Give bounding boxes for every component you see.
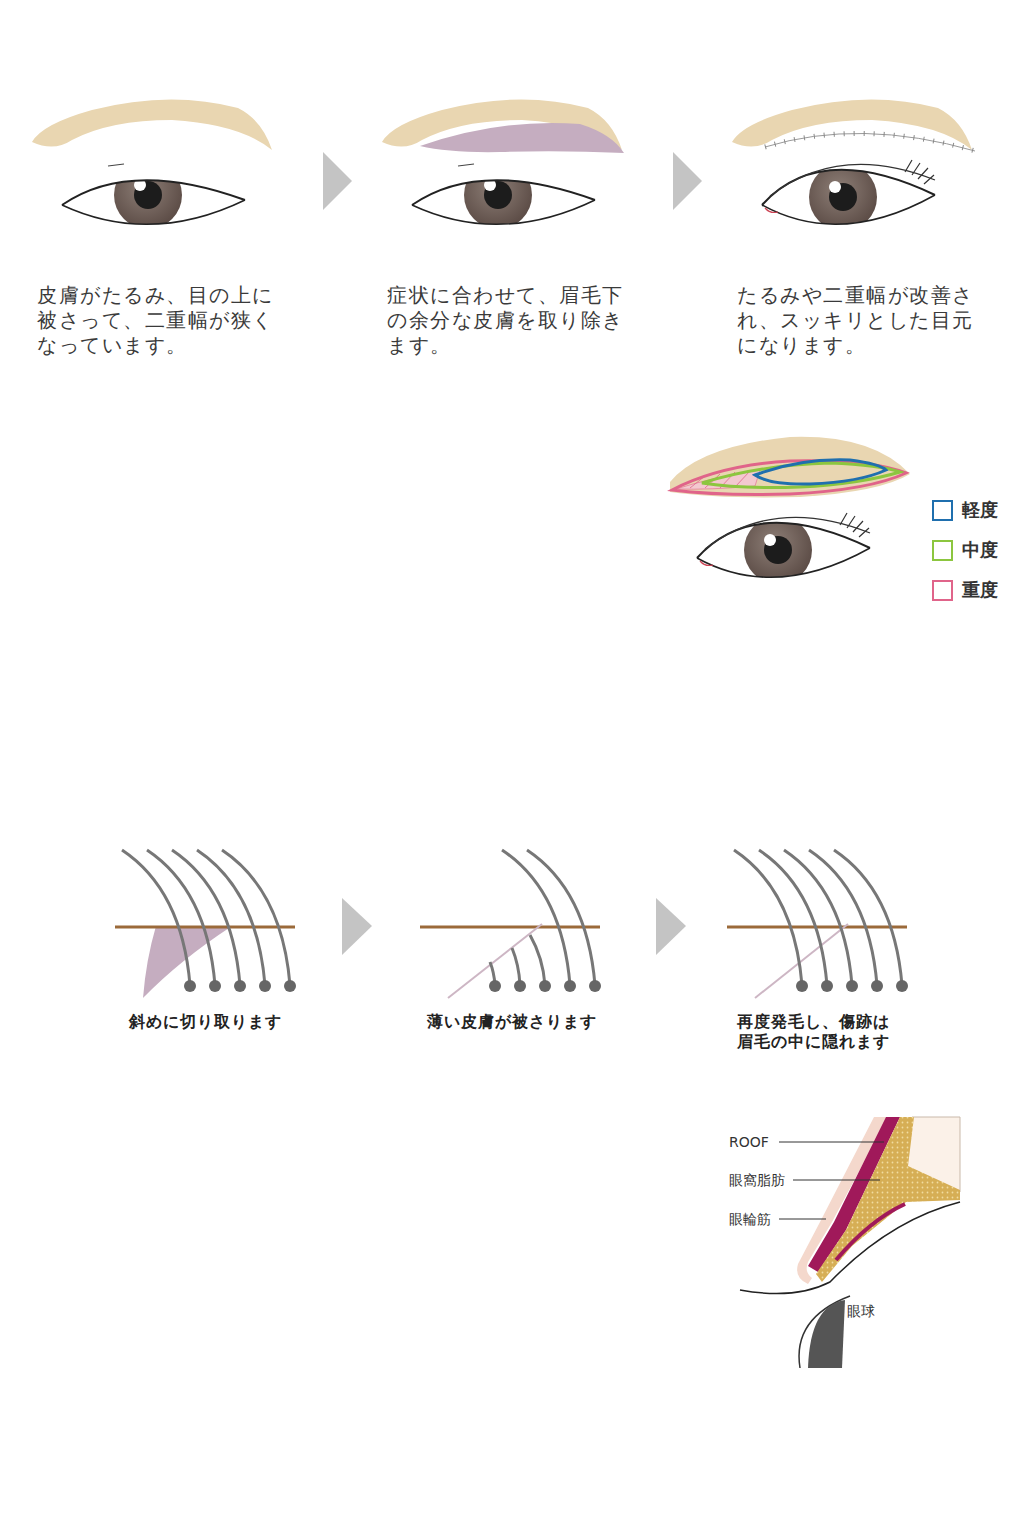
drawing-circle bbox=[821, 980, 833, 992]
suture-line bbox=[765, 133, 975, 151]
open-eye bbox=[697, 513, 870, 584]
eye-after bbox=[732, 99, 975, 231]
droopy-eye bbox=[412, 161, 595, 229]
drawing-path bbox=[502, 850, 570, 985]
drawing-circle bbox=[514, 980, 526, 992]
muscle-inner bbox=[836, 1204, 905, 1260]
drawing-circle bbox=[284, 980, 296, 992]
open-eye bbox=[762, 160, 935, 231]
drawing-circle bbox=[589, 980, 601, 992]
eyeball bbox=[808, 1300, 845, 1368]
hairs bbox=[734, 850, 902, 985]
hair-regrown-panel bbox=[727, 850, 908, 998]
eyeball-contour bbox=[799, 1296, 850, 1368]
eyelid-contour bbox=[740, 1202, 960, 1294]
hair-roots bbox=[489, 980, 601, 992]
scar-line bbox=[448, 924, 542, 998]
drawing-path bbox=[734, 850, 802, 985]
anatomy-section bbox=[740, 1117, 960, 1368]
drawing-path bbox=[172, 850, 240, 985]
droopy-eye bbox=[62, 161, 245, 229]
step-caption: 薄い皮膚が被さります bbox=[412, 1012, 612, 1032]
legend-swatch bbox=[932, 500, 953, 521]
excision-area bbox=[420, 123, 624, 153]
hair-roots bbox=[184, 980, 296, 992]
part-label: ROOF bbox=[729, 1134, 769, 1150]
drawing-circle bbox=[184, 980, 196, 992]
drawing-path bbox=[759, 850, 827, 985]
step-arrow bbox=[673, 152, 702, 210]
severity-illustration bbox=[670, 437, 910, 584]
hair-cut-panel bbox=[115, 850, 296, 998]
step-arrow bbox=[656, 898, 686, 955]
drawing-path bbox=[779, 1142, 884, 1143]
leader-lines bbox=[779, 1142, 884, 1219]
step-caption: 斜めに切り取ります bbox=[105, 1012, 305, 1032]
step-caption: 再度発毛し、傷跡は 眉毛の中に隠れます bbox=[737, 1012, 922, 1052]
drawing-circle bbox=[796, 980, 808, 992]
drawing-circle bbox=[209, 980, 221, 992]
eye-before bbox=[32, 99, 272, 229]
hairs bbox=[122, 850, 290, 985]
step-arrow bbox=[323, 152, 352, 210]
drawing-path bbox=[122, 850, 190, 985]
step-caption: たるみや二重幅が改善さ れ、スッキリとした目元 になります。 bbox=[737, 283, 999, 358]
severe-outline bbox=[672, 461, 906, 495]
drawing-path bbox=[512, 948, 520, 985]
drawing-path bbox=[527, 850, 595, 985]
drawing-circle bbox=[564, 980, 576, 992]
drawing-path bbox=[809, 850, 877, 985]
part-label: 眼球 bbox=[847, 1303, 875, 1319]
hair-roots bbox=[796, 980, 908, 992]
drawing-path bbox=[793, 1180, 880, 1181]
eyebrow bbox=[732, 99, 972, 150]
step-caption: 皮膚がたるみ、目の上に 被さって、二重幅が狭く なっています。 bbox=[37, 283, 299, 358]
suture-ticks bbox=[765, 133, 975, 151]
drawing-path bbox=[222, 850, 290, 985]
drawing-circle bbox=[234, 980, 246, 992]
drawing-circle bbox=[259, 980, 271, 992]
eyebrow bbox=[32, 99, 272, 150]
eye-excision bbox=[382, 99, 624, 229]
drawing-path bbox=[784, 850, 852, 985]
part-label: 眼輪筋 bbox=[729, 1211, 771, 1227]
drawing-circle bbox=[539, 980, 551, 992]
drawing-path bbox=[197, 850, 265, 985]
skin-line bbox=[420, 926, 600, 929]
drawing-circle bbox=[896, 980, 908, 992]
drawing-path bbox=[147, 850, 215, 985]
legend-swatch bbox=[932, 580, 953, 601]
legend-swatch bbox=[932, 540, 953, 561]
legend-label: 中度 bbox=[962, 539, 998, 561]
mild-outline bbox=[755, 460, 886, 484]
drawing-circle bbox=[489, 980, 501, 992]
drawing-path bbox=[530, 935, 545, 985]
legend-label: 重度 bbox=[962, 579, 998, 601]
legend-label: 軽度 bbox=[962, 499, 998, 521]
drawing-path bbox=[779, 1219, 826, 1220]
drawing-circle bbox=[846, 980, 858, 992]
scar-line bbox=[755, 924, 848, 998]
hairs bbox=[490, 850, 595, 985]
step-caption: 症状に合わせて、眉毛下 の余分な皮膚を取り除き ます。 bbox=[387, 283, 649, 358]
drawing-circle bbox=[871, 980, 883, 992]
eyebrow bbox=[670, 437, 910, 498]
hair-covered-panel bbox=[420, 850, 601, 998]
drawing-path bbox=[834, 850, 902, 985]
part-label: 眼窩脂肪 bbox=[729, 1172, 785, 1188]
step-arrow bbox=[342, 898, 372, 955]
